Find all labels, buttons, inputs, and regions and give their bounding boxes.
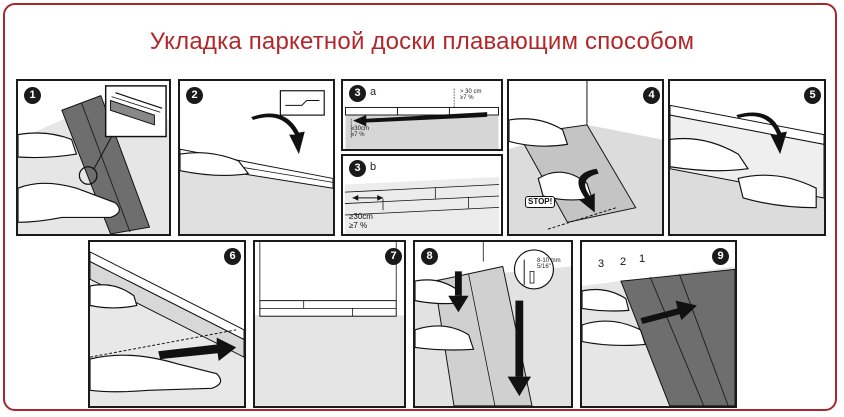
step-3a-badge: 3 <box>349 85 366 102</box>
step-7-panel: 7 <box>253 240 406 408</box>
column-number-1: 1 <box>639 253 646 265</box>
step-5-illustration <box>670 104 824 234</box>
step-3b-sublabel: b <box>370 161 377 173</box>
step-3b-illustration <box>344 176 500 234</box>
step-3a-illustration <box>345 88 499 149</box>
step-2-panel: 2 <box>178 79 335 236</box>
step-6-illustration <box>90 251 244 406</box>
step-8-illustration <box>415 242 571 406</box>
outer-frame <box>3 3 837 411</box>
step-6-badge: 6 <box>224 248 241 265</box>
step-1-illustration <box>18 85 169 234</box>
column-number-2: 2 <box>620 256 627 268</box>
page-title: Укладка паркетной доски плавающим способ… <box>149 28 695 55</box>
step-9-badge: 9 <box>712 248 729 265</box>
step-3a-dim-top: > 30 cm ≥7 % <box>460 89 482 101</box>
step-5-badge: 5 <box>804 87 821 104</box>
column-number-3: 3 <box>598 258 605 270</box>
step-8-badge: 8 <box>421 248 438 265</box>
stop-label: STOP! <box>525 196 556 208</box>
step-3b-dim: ≥30cm ≥7 % <box>349 212 373 230</box>
step-2-illustration <box>180 90 333 234</box>
step-6-panel: 6 <box>88 240 246 408</box>
step-7-badge: 7 <box>385 248 402 265</box>
step-4-illustration <box>509 81 662 234</box>
step-9-illustration <box>582 266 735 406</box>
step-3b-badge: 3 <box>349 160 366 177</box>
step-5-panel: 5 <box>668 79 826 236</box>
step-3a-panel: 3 a > 30 cm ≥7 % ≥30cm ≥7 % <box>341 79 503 151</box>
step-3a-sublabel: a <box>370 86 377 98</box>
step-1-badge: 1 <box>24 87 41 104</box>
step-4-badge: 4 <box>643 87 660 104</box>
step-9-panel: 9 3 2 1 <box>580 240 737 408</box>
step-7-illustration <box>255 242 404 406</box>
step-3a-dim-bottom: ≥30cm ≥7 % <box>351 126 369 138</box>
gap-label: 8-10 mm 5/16" <box>537 258 561 270</box>
step-4-panel: 4 STOP! <box>507 79 664 236</box>
step-2-badge: 2 <box>186 87 203 104</box>
step-1-panel: 1 <box>16 79 171 236</box>
step-8-panel: 8 8-10 mm 5/16" <box>413 240 573 408</box>
step-3b-panel: 3 b ≥30cm ≥7 % <box>341 154 503 236</box>
